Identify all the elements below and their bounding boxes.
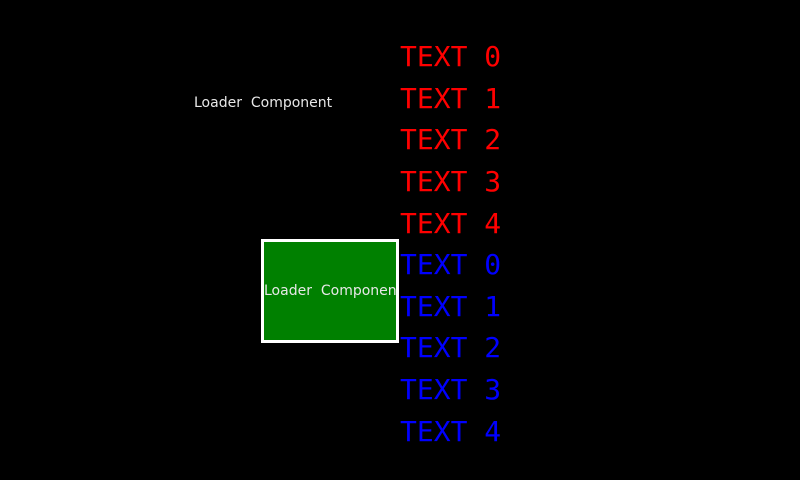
text-list-item: TEXT 2 bbox=[400, 123, 502, 157]
text-list-item: TEXT 2 bbox=[400, 331, 502, 365]
text-list-item: TEXT 1 bbox=[400, 81, 502, 115]
loader-component-box[interactable]: Loader Component bbox=[261, 239, 399, 343]
text-list-item: TEXT 4 bbox=[400, 414, 502, 448]
text-list-item: TEXT 0 bbox=[400, 40, 502, 74]
text-list-item: TEXT 0 bbox=[400, 248, 502, 282]
text-list-item: TEXT 3 bbox=[400, 165, 502, 199]
text-list-item: TEXT 1 bbox=[400, 289, 502, 323]
text-list-item: TEXT 4 bbox=[400, 206, 502, 240]
loader-component-label: Loader Component bbox=[194, 95, 333, 111]
loader-box-label: Loader Component bbox=[264, 283, 399, 299]
text-list-item: TEXT 3 bbox=[400, 373, 502, 407]
text-list: TEXT 0 TEXT 1 TEXT 2 TEXT 3 TEXT 4 TEXT 0 TEXT… bbox=[400, 36, 580, 452]
